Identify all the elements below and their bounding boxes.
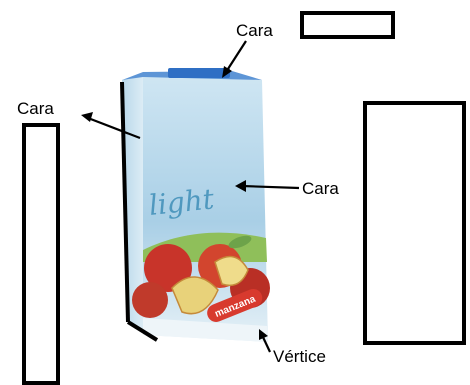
brand-text: light	[147, 182, 216, 222]
label-top-face: Cara	[236, 21, 273, 40]
apple	[144, 244, 192, 292]
arrow-front-face	[235, 180, 300, 192]
label-vertex: Vértice	[273, 347, 326, 366]
apple	[132, 282, 168, 318]
carton-cap	[168, 68, 230, 78]
label-left-face: Cara	[17, 99, 54, 118]
answer-box-right[interactable]	[363, 101, 466, 345]
carton-bottom-edge	[126, 320, 159, 342]
answer-box-top[interactable]	[300, 11, 395, 39]
carton-vertical-edge	[120, 81, 130, 323]
answer-box-left[interactable]	[22, 123, 60, 385]
arrow-left-face	[81, 112, 141, 140]
label-front-face: Cara	[302, 179, 339, 198]
arrow-vertex	[259, 329, 271, 353]
apple-slice	[171, 276, 219, 315]
leaf	[228, 235, 252, 249]
arrow-top-face	[222, 40, 247, 78]
apple-slice	[214, 255, 249, 287]
